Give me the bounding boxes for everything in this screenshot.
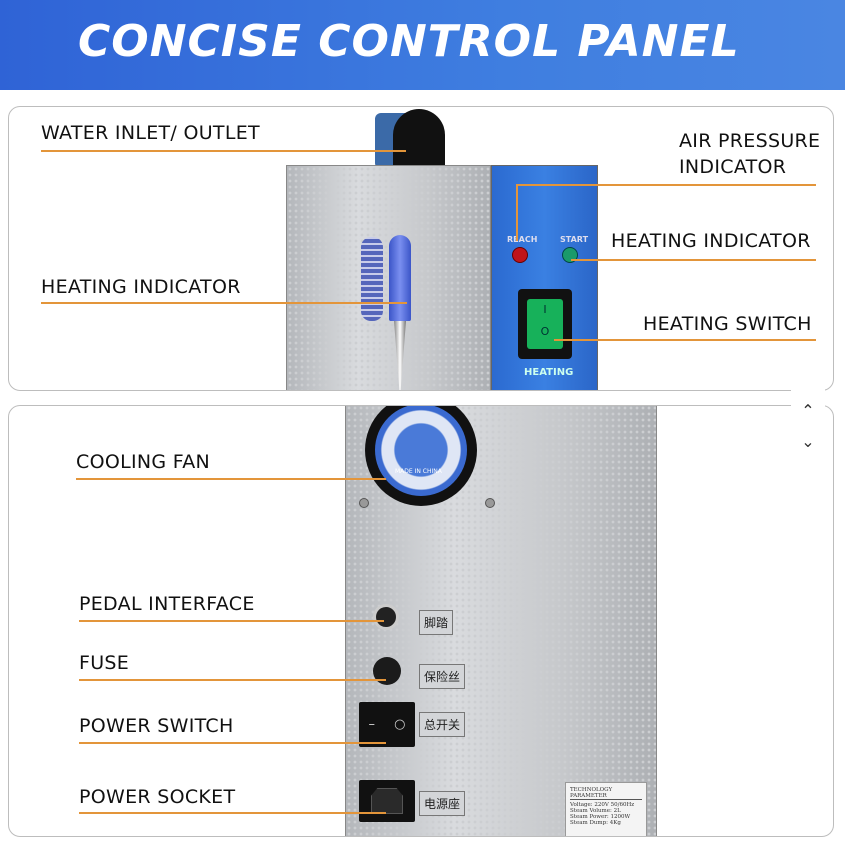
heating-switch[interactable]: I O bbox=[518, 289, 572, 359]
machine-front-steel bbox=[286, 165, 491, 390]
callout-line bbox=[79, 812, 386, 814]
reach-label: REACH bbox=[507, 235, 538, 244]
switch-cn-label: 总开关 bbox=[419, 712, 466, 737]
screw-icon bbox=[485, 498, 495, 508]
callout-line bbox=[41, 150, 406, 152]
steam-nozzle bbox=[389, 235, 411, 321]
socket-cn-label: 电源座 bbox=[419, 791, 466, 816]
header-banner bbox=[0, 0, 845, 90]
callout-line bbox=[516, 184, 518, 241]
param-line: Steam Power: 1200W bbox=[570, 814, 631, 820]
bottom-panel-card: MADE IN CHINA 脚踏 保险丝 –○ 总开关 电源座 TECHNOLO… bbox=[8, 405, 834, 837]
pedal-cn-label: 脚踏 bbox=[419, 610, 454, 635]
callout-line bbox=[571, 259, 816, 261]
technology-parameter-plate: TECHNOLOGY PARAMETER Voltage: 220V 50/60… bbox=[565, 782, 647, 836]
scroll-up-button[interactable]: ⌃ bbox=[791, 388, 825, 424]
callout-line bbox=[79, 620, 384, 622]
label-pedal-interface: PEDAL INTERFACE bbox=[79, 593, 255, 615]
label-heating-indicator-right: HEATING INDICATOR bbox=[611, 230, 811, 252]
label-air-pressure-2: INDICATOR bbox=[679, 156, 787, 178]
heating-panel-label: HEATING bbox=[524, 367, 574, 378]
scroll-down-button[interactable]: ⌄ bbox=[791, 426, 825, 462]
pedal-connector-icon[interactable] bbox=[373, 604, 399, 630]
callout-line bbox=[79, 679, 386, 681]
param-line: Steam Dump: 4Kg bbox=[570, 820, 621, 826]
label-cooling-fan: COOLING FAN bbox=[76, 451, 211, 473]
param-line: Steam Volume: 2L bbox=[570, 808, 621, 814]
chevron-down-icon: ⌄ bbox=[801, 431, 815, 451]
fuse-cn-label: 保险丝 bbox=[419, 664, 466, 689]
power-switch[interactable]: –○ bbox=[359, 702, 415, 747]
callout-line bbox=[516, 184, 816, 186]
screw-icon bbox=[359, 498, 369, 508]
label-power-switch: POWER SWITCH bbox=[79, 715, 234, 737]
param-title: TECHNOLOGY PARAMETER bbox=[570, 787, 642, 800]
callout-line bbox=[554, 339, 816, 341]
label-fuse: FUSE bbox=[79, 652, 130, 674]
label-power-socket: POWER SOCKET bbox=[79, 786, 236, 808]
label-heating-indicator-left: HEATING INDICATOR bbox=[41, 276, 241, 298]
steam-filter bbox=[361, 237, 383, 321]
switch-off-mark: O bbox=[540, 325, 550, 338]
callout-line bbox=[79, 742, 386, 744]
start-label: START bbox=[560, 235, 589, 244]
power-socket-icon[interactable] bbox=[359, 780, 415, 822]
fan-made-in: MADE IN CHINA bbox=[395, 468, 442, 475]
callout-line bbox=[76, 478, 386, 480]
label-water-inlet-outlet: WATER INLET/ OUTLET bbox=[41, 122, 260, 144]
air-pressure-light-icon bbox=[512, 247, 528, 263]
param-line: Voltage: 220V 50/60Hz bbox=[570, 802, 635, 808]
cooling-fan-icon: MADE IN CHINA bbox=[365, 406, 477, 506]
callout-line bbox=[41, 302, 407, 304]
chevron-up-icon: ⌃ bbox=[801, 400, 815, 420]
page-title: CONCISE CONTROL PANEL bbox=[78, 16, 740, 67]
label-heating-switch: HEATING SWITCH bbox=[643, 313, 812, 335]
label-air-pressure-1: AIR PRESSURE bbox=[679, 130, 821, 152]
switch-on-mark: I bbox=[543, 303, 547, 316]
water-inlet-handle bbox=[393, 109, 445, 169]
top-panel-card: REACH START I O HEATING WATER INLET/ OUT… bbox=[8, 106, 834, 391]
